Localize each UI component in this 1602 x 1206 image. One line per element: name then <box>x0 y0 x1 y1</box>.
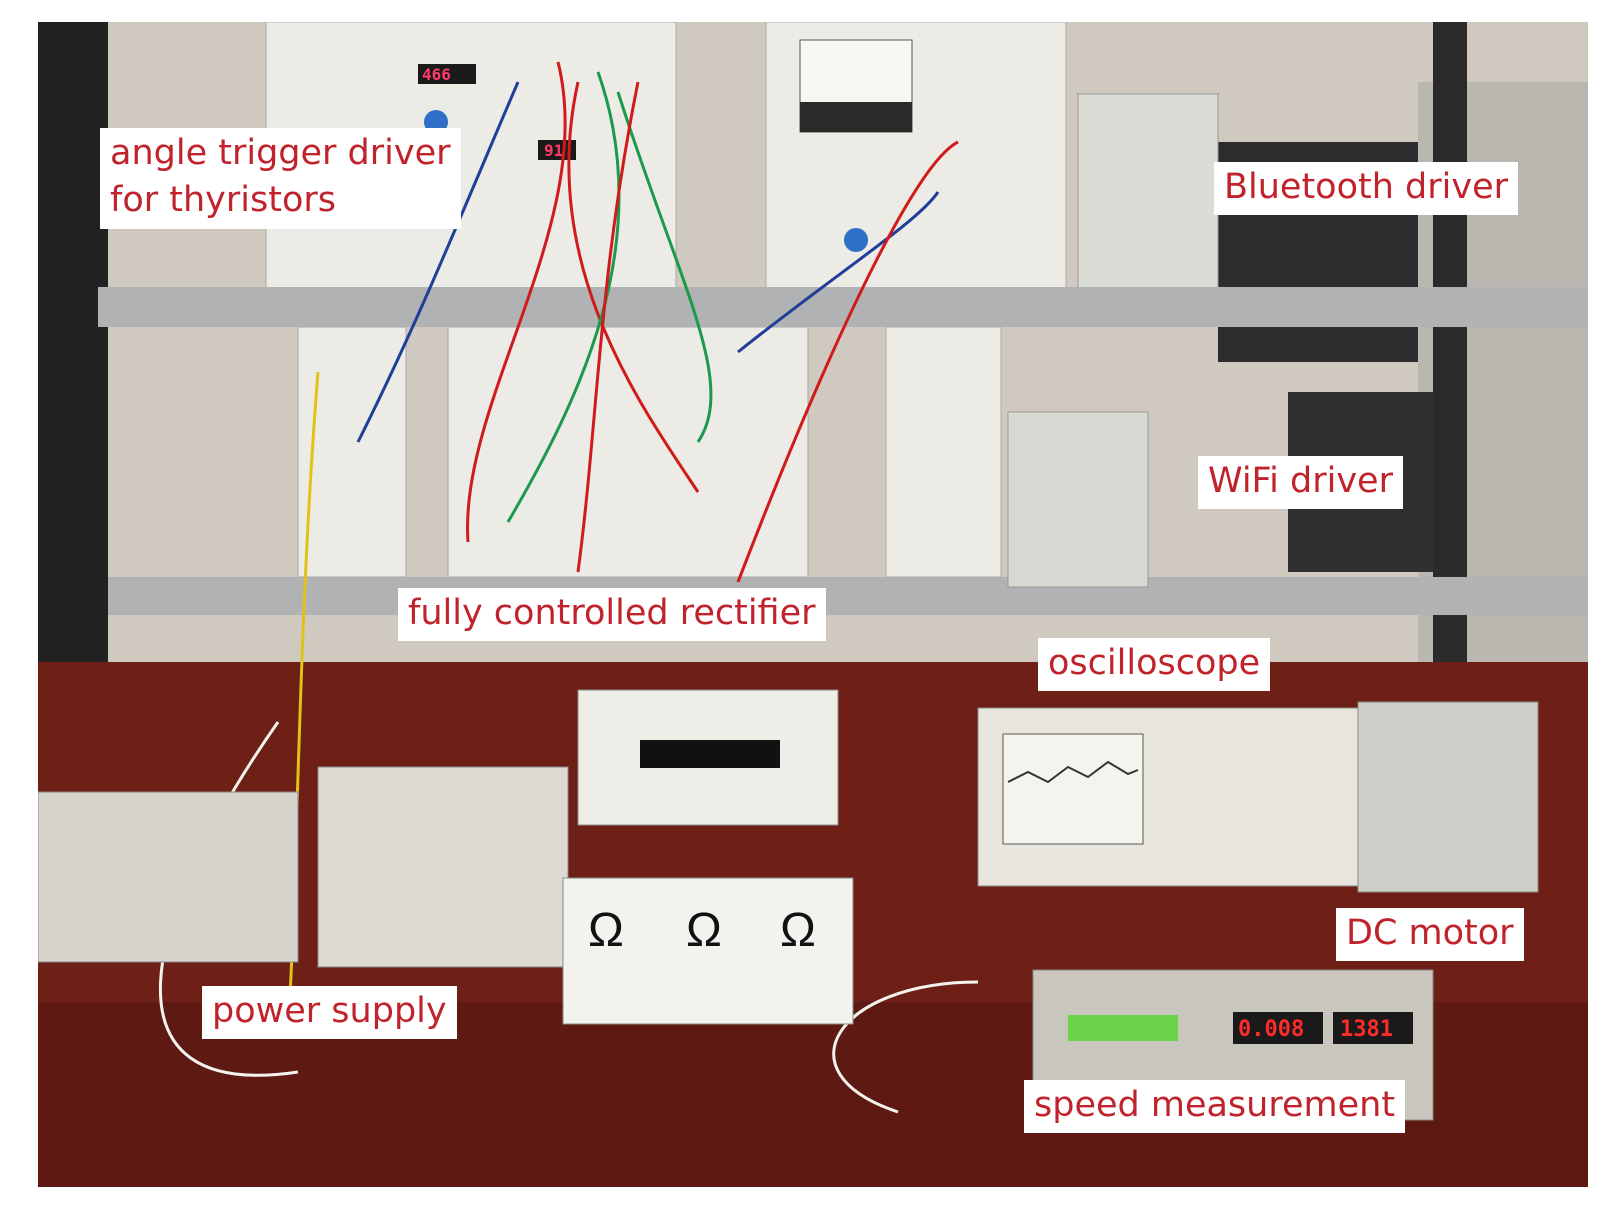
dc-motor-housing <box>1357 701 1539 893</box>
oscilloscope-trace <box>1007 760 1139 784</box>
label-fully-controlled-rectifier: fully controlled rectifier <box>398 588 826 642</box>
speed-display-1-value: 0.008 <box>1238 1017 1304 1042</box>
label-wifi-driver: WiFi driver <box>1198 456 1403 510</box>
rectifier-panel <box>447 326 809 578</box>
label-angle-trigger-line-2: for thyristors <box>110 180 336 221</box>
label-dc-motor: DC motor <box>1336 908 1524 962</box>
measurement-unit <box>317 766 569 968</box>
oscilloscope-screen <box>1002 733 1144 845</box>
bluetooth-enclosure <box>1077 93 1219 295</box>
label-power-supply: power supply <box>202 986 457 1040</box>
wifi-enclosure <box>1007 411 1149 588</box>
trigger-display-2 <box>538 140 576 160</box>
power-supply-unit <box>38 791 299 963</box>
rack-upright-right <box>1433 22 1467 662</box>
label-oscilloscope: oscilloscope <box>1038 638 1271 692</box>
analog-meter-base <box>800 102 912 132</box>
resistor-symbol-2: Ω <box>686 904 722 957</box>
lab-photo: 466 91 Ω Ω Ω 0.008 1381 <box>38 22 1588 1187</box>
trigger-display-1-value: 466 <box>422 65 451 84</box>
lower-shelf-rail <box>108 577 1588 615</box>
trigger-display-2-value: 91 <box>544 141 563 160</box>
upper-shelf-rail <box>98 287 1588 327</box>
load-unit-display <box>640 740 780 768</box>
meter-knob <box>844 228 868 252</box>
resistor-symbol-3: Ω <box>780 904 816 957</box>
patch-cables <box>159 61 979 1114</box>
switch-panel <box>885 326 1002 578</box>
resistor-box <box>562 877 854 1025</box>
label-angle-trigger-driver: angle trigger driver for thyristors <box>100 128 461 229</box>
label-angle-trigger-line-1: angle trigger driver <box>110 133 451 173</box>
connector-panel <box>297 326 407 578</box>
speed-display-2 <box>1333 1012 1413 1044</box>
speed-display-2-value: 1381 <box>1340 1017 1393 1042</box>
resistor-symbol-1: Ω <box>588 904 624 957</box>
speed-display-1 <box>1233 1012 1323 1044</box>
speed-meter-lcd <box>1068 1015 1178 1041</box>
trigger-display-1 <box>418 64 476 84</box>
label-speed-measurement: speed measurement <box>1024 1080 1406 1134</box>
label-bluetooth-driver: Bluetooth driver <box>1214 162 1518 216</box>
